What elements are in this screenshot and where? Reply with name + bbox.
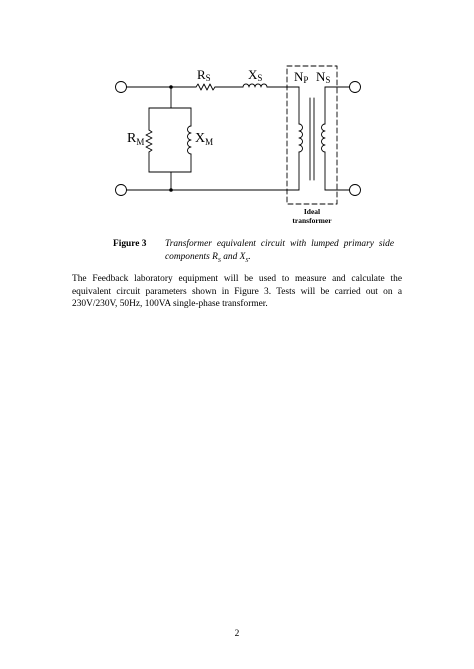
- label-rs: RS: [197, 67, 211, 83]
- label-rm: RM: [127, 131, 144, 147]
- caption-text: Transformer equivalent circuit with lump…: [165, 239, 394, 264]
- page-number: 2: [234, 629, 240, 639]
- label-transformer: transformer: [292, 216, 332, 225]
- body-paragraph: The Feedback laboratory equipment will b…: [72, 274, 402, 309]
- label-ns: NS: [316, 69, 330, 85]
- figure-3-circuit-diagram: RS XS RM XM NP NS Ideal transformer: [0, 0, 474, 235]
- label-xs: XS: [248, 67, 262, 83]
- label-np: NP: [294, 69, 308, 85]
- junction-dot-top: [169, 85, 173, 89]
- label-xm: XM: [195, 131, 213, 147]
- junction-dot-bottom: [169, 188, 173, 192]
- caption-number: Figure 3: [113, 239, 147, 249]
- label-ideal: Ideal: [304, 207, 320, 216]
